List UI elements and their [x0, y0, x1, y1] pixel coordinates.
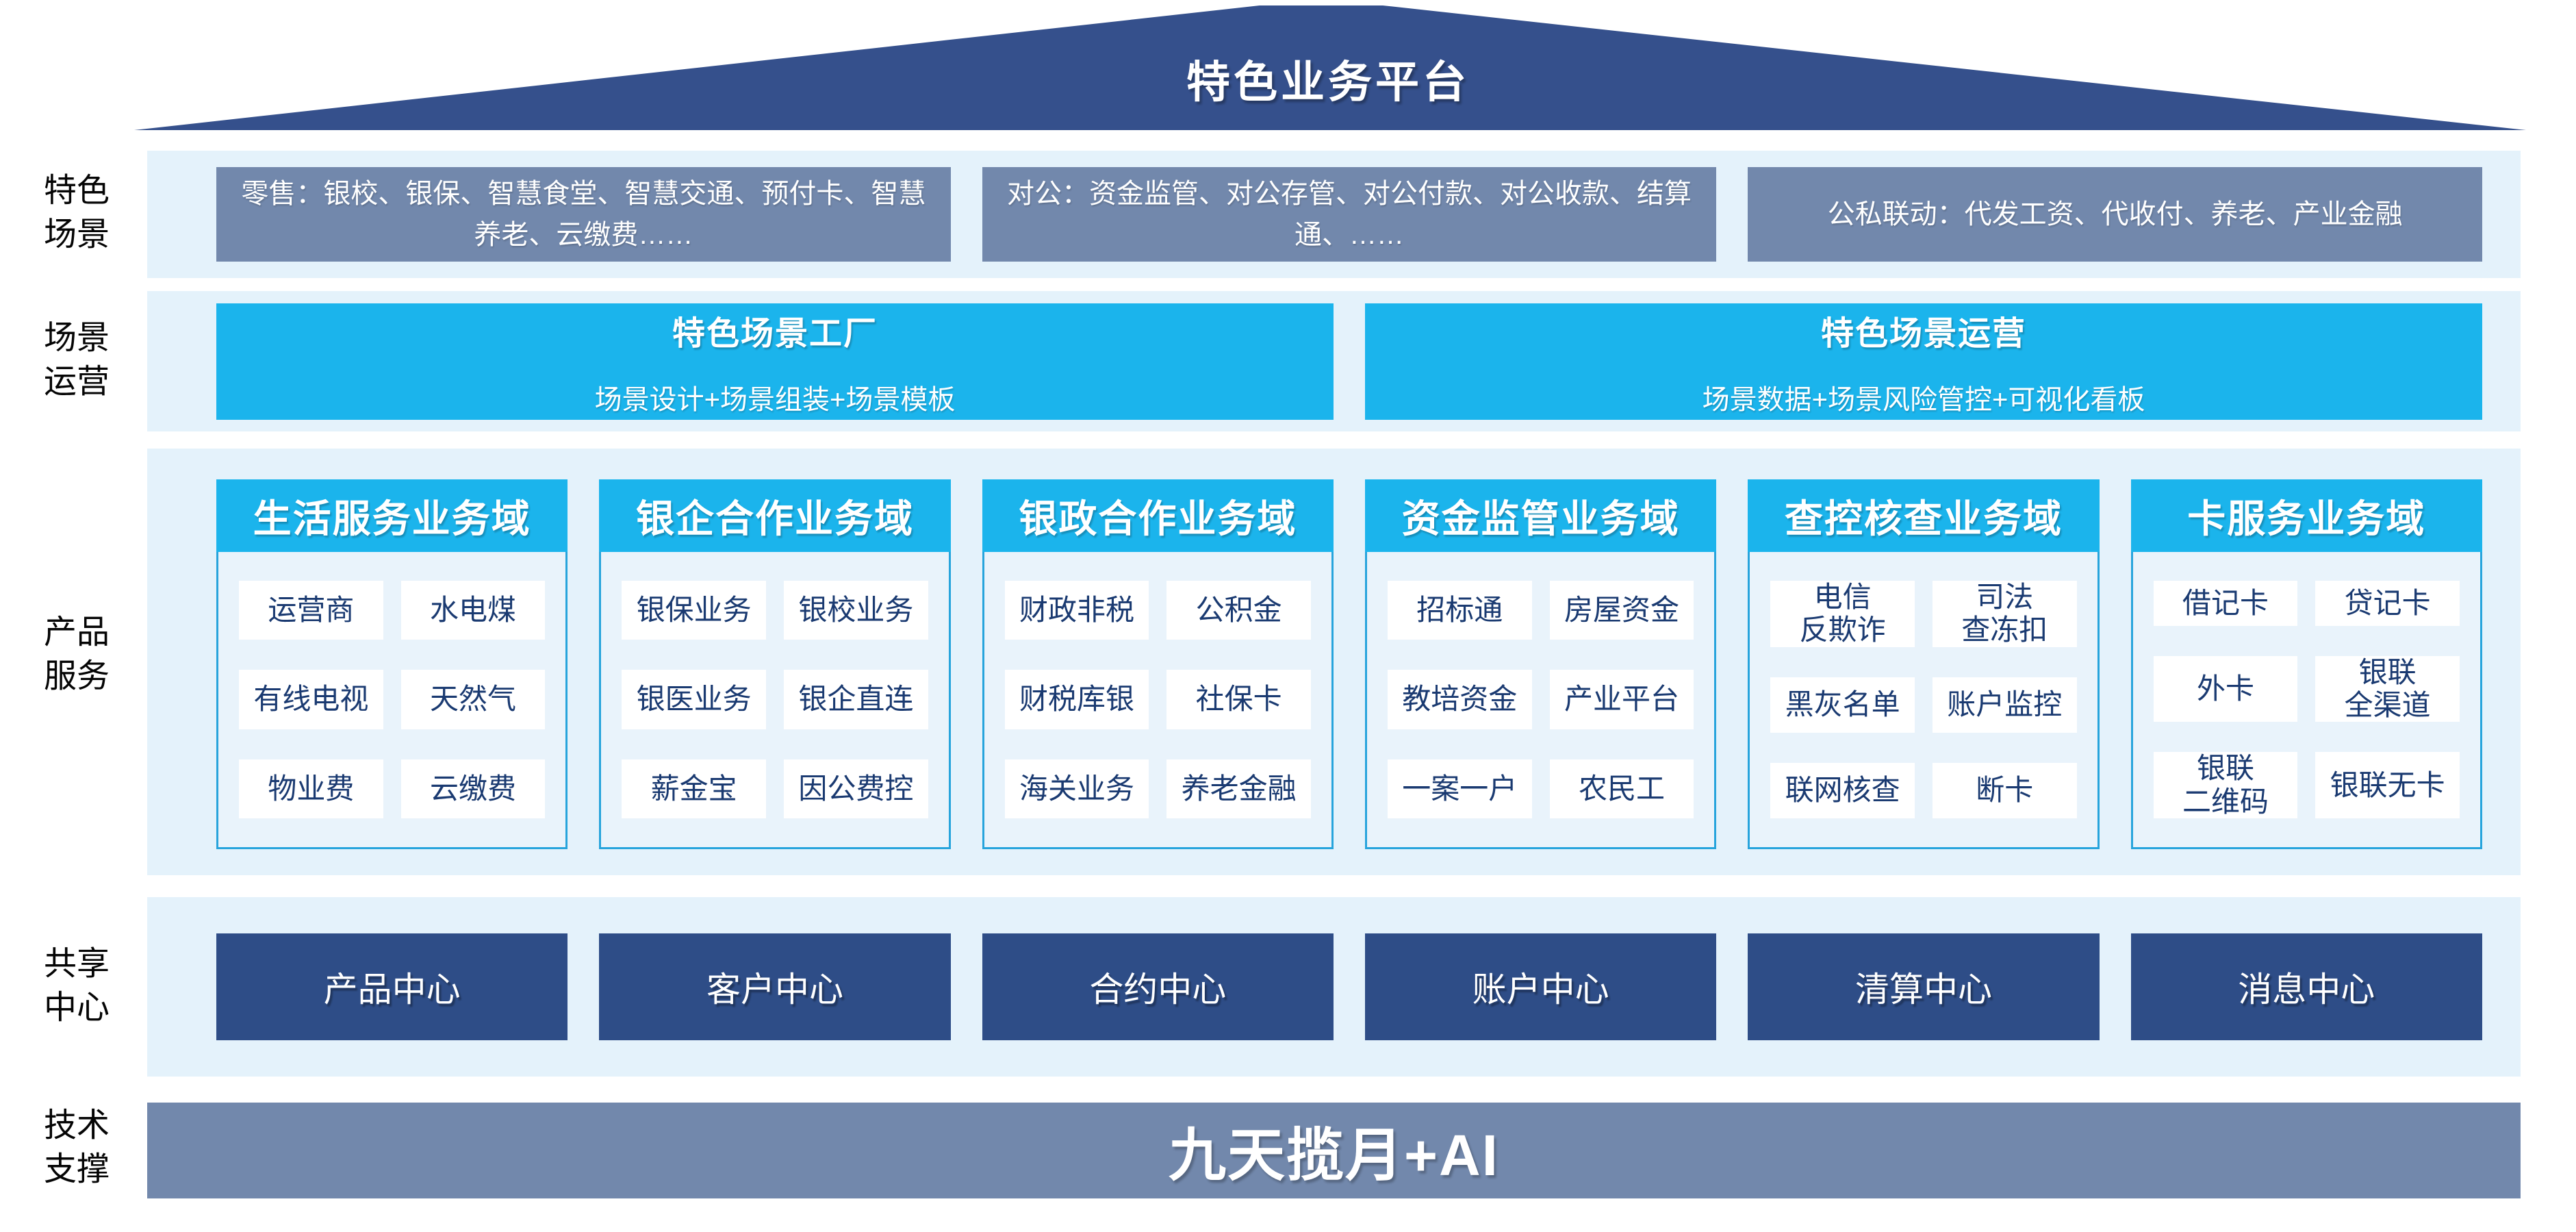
operation-subtitle: 场景设计+场景组装+场景模板	[594, 384, 956, 415]
tech-support-bar: 九天揽月+AI	[147, 1103, 2521, 1198]
domain-cell: 电信 反欺诈	[1770, 581, 1915, 647]
domain-cell: 账户监控	[1932, 677, 2077, 733]
domain-cell: 因公费控	[783, 759, 928, 818]
domain-cell: 银企直连	[783, 670, 928, 729]
domain-header: 卡服务业务域	[2130, 479, 2482, 552]
domain-body: 招标通 房屋资金 教培资金 产业平台 一案一户 农民工	[1364, 552, 1717, 849]
domain-header: 银政合作业务域	[982, 479, 1334, 552]
tech-support-title: 九天揽月+AI	[1168, 1122, 1500, 1187]
domain-cell: 一案一户	[1387, 759, 1532, 818]
domain-cell: 有线电视	[239, 670, 383, 729]
domain-body: 运营商 水电煤 有线电视 天然气 物业费 云缴费	[216, 552, 568, 849]
operation-box-scene-operation: 特色场景运营 场景数据+场景风险管控+可视化看板	[1365, 303, 2482, 420]
domain-cell: 贷记卡	[2315, 581, 2460, 626]
side-label-shared: 共享 中心	[43, 946, 110, 1027]
operation-box-scene-factory: 特色场景工厂 场景设计+场景组装+场景模板	[216, 303, 1334, 420]
domain-inquiry-control: 查控核查业务域 电信 反欺诈 司法 查冻扣 黑灰名单 账户监控 联网核查 断卡	[1748, 479, 2100, 849]
domain-cell: 财政非税	[1004, 581, 1149, 640]
roof-shape	[134, 5, 2526, 130]
band-scene-operations: 特色场景工厂 场景设计+场景组装+场景模板 特色场景运营 场景数据+场景风险管控…	[147, 291, 2521, 431]
domain-cell: 司法 查冻扣	[1932, 581, 2077, 647]
domain-header: 资金监管业务域	[1364, 479, 1717, 552]
scene-box-public-private: 公私联动：代发工资、代收付、养老、产业金融	[1748, 167, 2483, 262]
domain-cell: 招标通	[1387, 581, 1532, 640]
domain-cell: 银联无卡	[2315, 752, 2460, 818]
domain-cell: 天然气	[400, 670, 546, 729]
domain-cell: 银保业务	[622, 581, 766, 640]
domain-card-services: 卡服务业务域 借记卡 贷记卡 外卡 银联 全渠道 银联 二维码 银联无卡	[2130, 479, 2482, 849]
domain-cell: 公积金	[1166, 581, 1311, 640]
domain-body: 电信 反欺诈 司法 查冻扣 黑灰名单 账户监控 联网核查 断卡	[1748, 552, 2100, 849]
domain-cell: 断卡	[1932, 762, 2077, 818]
domain-cell: 银校业务	[783, 581, 928, 640]
domain-cell: 黑灰名单	[1770, 677, 1915, 733]
domain-cell: 借记卡	[2153, 581, 2298, 626]
domain-cell: 薪金宝	[622, 759, 766, 818]
side-label-products: 产品 服务	[43, 614, 110, 695]
band-product-domains: 生活服务业务域 运营商 水电煤 有线电视 天然气 物业费 云缴费 银企合作业务域…	[147, 449, 2521, 875]
band-featured-scenes: 零售：银校、银保、智慧食堂、智慧交通、预付卡、智慧养老、云缴费…… 对公：资金监…	[147, 151, 2521, 278]
domain-cell: 联网核查	[1770, 762, 1915, 818]
operation-title: 特色场景工厂	[672, 315, 878, 352]
shared-center-product: 产品中心	[216, 933, 568, 1040]
domain-cell: 银联 全渠道	[2315, 655, 2460, 722]
domain-cell: 产业平台	[1549, 670, 1694, 729]
domain-cell: 云缴费	[400, 759, 546, 818]
scene-box-corporate: 对公：资金监管、对公存管、对公付款、对公收款、结算通、……	[982, 167, 1717, 262]
scene-box-retail: 零售：银校、银保、智慧食堂、智慧交通、预付卡、智慧养老、云缴费……	[216, 167, 951, 262]
domain-cell: 运营商	[239, 581, 383, 640]
domain-cell: 外卡	[2153, 655, 2298, 722]
shared-center-customer: 客户中心	[599, 933, 951, 1040]
domain-cell: 物业费	[239, 759, 383, 818]
domain-cell: 银联 二维码	[2153, 752, 2298, 818]
domain-cell: 银医业务	[622, 670, 766, 729]
domain-header: 银企合作业务域	[599, 479, 951, 552]
domain-header: 查控核查业务域	[1748, 479, 2100, 552]
domain-body: 财政非税 公积金 财税库银 社保卡 海关业务 养老金融	[982, 552, 1334, 849]
shared-center-message: 消息中心	[2130, 933, 2482, 1040]
platform-title: 特色业务平台	[1186, 58, 1470, 107]
domain-header: 生活服务业务域	[216, 479, 568, 552]
operation-subtitle: 场景数据+场景风险管控+可视化看板	[1702, 384, 2145, 415]
domain-body: 银保业务 银校业务 银医业务 银企直连 薪金宝 因公费控	[599, 552, 951, 849]
domain-bank-government: 银政合作业务域 财政非税 公积金 财税库银 社保卡 海关业务 养老金融	[982, 479, 1334, 849]
side-label-tech: 技术 支撑	[43, 1107, 110, 1188]
domain-body: 借记卡 贷记卡 外卡 银联 全渠道 银联 二维码 银联无卡	[2130, 552, 2482, 849]
shared-center-account: 账户中心	[1364, 933, 1717, 1040]
operation-title: 特色场景运营	[1820, 315, 2026, 352]
domain-cell: 社保卡	[1166, 670, 1311, 729]
domain-cell: 养老金融	[1166, 759, 1311, 818]
domain-bank-enterprise: 银企合作业务域 银保业务 银校业务 银医业务 银企直连 薪金宝 因公费控	[599, 479, 951, 849]
domain-cell: 教培资金	[1387, 670, 1532, 729]
domain-cell: 房屋资金	[1549, 581, 1694, 640]
side-label-operations: 场景 运营	[43, 320, 110, 401]
domain-life-services: 生活服务业务域 运营商 水电煤 有线电视 天然气 物业费 云缴费	[216, 479, 568, 849]
domain-fund-supervision: 资金监管业务域 招标通 房屋资金 教培资金 产业平台 一案一户 农民工	[1364, 479, 1717, 849]
domain-cell: 水电煤	[400, 581, 546, 640]
shared-center-clearing: 清算中心	[1748, 933, 2100, 1040]
band-shared-centers: 产品中心 客户中心 合约中心 账户中心 清算中心 消息中心	[147, 897, 2521, 1077]
domain-cell: 海关业务	[1004, 759, 1149, 818]
side-label-scenes: 特色 场景	[43, 173, 110, 253]
domain-cell: 财税库银	[1004, 670, 1149, 729]
domain-cell: 农民工	[1549, 759, 1694, 818]
shared-center-contract: 合约中心	[982, 933, 1334, 1040]
